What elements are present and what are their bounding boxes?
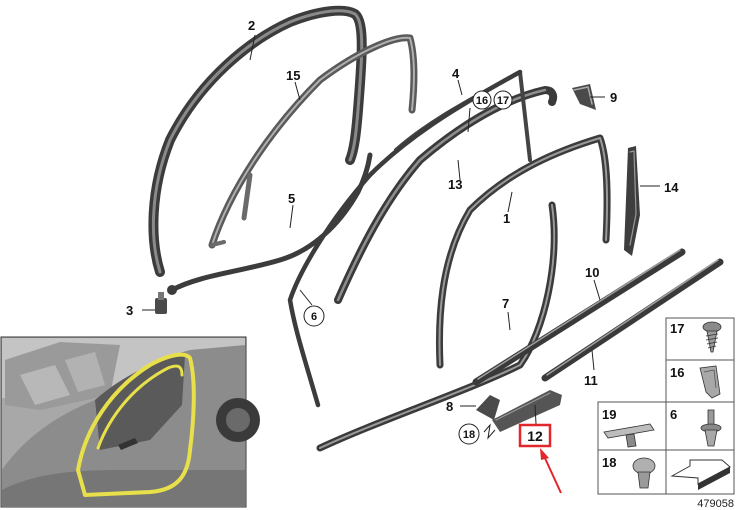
circled-callouts: 16 17 6 18 (303, 90, 513, 445)
inset-car-image (0, 336, 260, 508)
callout-14: 14 (664, 180, 679, 195)
legend-label-16: 16 (670, 365, 684, 380)
callout-8: 8 (446, 399, 453, 414)
screw-icon (702, 321, 722, 353)
callout-10: 10 (585, 265, 599, 280)
part-15-window-frame-seal (208, 34, 418, 249)
callout-2: 2 (248, 18, 255, 33)
part-6-inner-seal (287, 69, 523, 408)
part-8-lower-bracket (476, 395, 500, 420)
legend-label-6: 6 (670, 407, 677, 422)
leader-lines (142, 34, 660, 440)
callout-17: 17 (497, 95, 509, 107)
callout-12: 12 (527, 428, 543, 444)
part-11-belt-strip (541, 258, 724, 382)
part-12-lower-trim (492, 390, 562, 432)
callout-5: 5 (288, 191, 295, 206)
document-number: 479058 (697, 498, 734, 510)
part-7-pillar-seal (316, 201, 558, 452)
part-2-door-frame-seal (148, 5, 367, 277)
callout-16: 16 (476, 95, 488, 107)
legend-label-18: 18 (602, 455, 616, 470)
highlighted-callout-12[interactable]: 12 (518, 423, 552, 448)
part-1-glass-seal (435, 134, 611, 369)
part-14-trim (624, 146, 640, 256)
part-3-clip (155, 292, 167, 314)
callout-4: 4 (452, 66, 460, 81)
callout-3: 3 (126, 303, 133, 318)
part-5-lower-seal (167, 152, 373, 295)
spring-clip-icon (699, 365, 721, 399)
expanding-rivet-icon (632, 457, 656, 489)
callout-1: 1 (503, 211, 510, 226)
callout-7: 7 (502, 296, 509, 311)
callout-6: 6 (311, 311, 317, 323)
red-arrow-pointer (540, 448, 562, 494)
fastener-legend: 17 16 19 6 18 (597, 317, 735, 495)
legend-label-19: 19 (602, 407, 616, 422)
trim-clip-icon (603, 423, 655, 448)
callout-11: 11 (584, 373, 598, 388)
part-10-belt-strip (472, 248, 686, 386)
legend-label-17: 17 (670, 321, 684, 336)
callout-9: 9 (610, 90, 617, 105)
callout-13: 13 (448, 177, 462, 192)
direction-arrow-icon (670, 459, 731, 490)
callout-18: 18 (463, 429, 475, 441)
callout-15: 15 (286, 68, 300, 83)
push-pin-icon (700, 409, 722, 447)
part-9-bracket (572, 84, 596, 110)
callout-labels: 2 15 5 3 4 13 1 9 14 7 10 11 8 (126, 18, 679, 414)
